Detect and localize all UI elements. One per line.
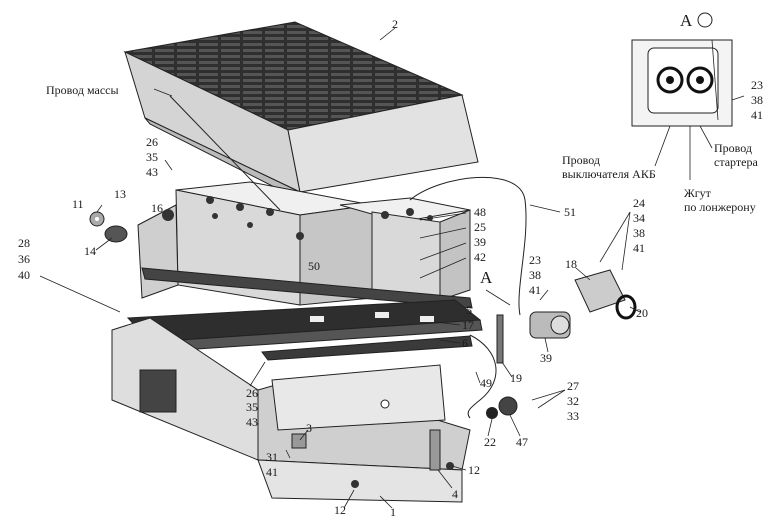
label-3: 3 [306,421,312,435]
label-24: 24 [633,196,645,210]
battery-cover [123,21,479,201]
label-43-top: 43 [146,165,158,179]
housing-box [111,317,471,503]
label-12-bottom: 12 [334,503,346,517]
label-49: 49 [480,376,492,390]
label-14: 14 [84,244,96,258]
label-38-inset: 38 [751,93,763,107]
label-41-bottom: 41 [266,465,278,479]
label-harness-1: Жгут [684,186,712,200]
label-41-right: 41 [633,241,645,255]
label-32: 32 [567,394,579,408]
label-4: 4 [452,487,458,501]
label-38-right: 38 [633,226,645,240]
label-48: 48 [474,205,486,219]
washer-11 [89,211,105,227]
label-23-inset: 23 [751,78,763,92]
label-41-inset: 41 [751,108,763,122]
label-20: 20 [636,306,648,320]
label-22: 22 [484,435,496,449]
label-26-bottom: 26 [246,386,258,400]
bracket-3 [291,433,307,449]
label-35-top: 35 [146,150,158,164]
label-42: 42 [474,250,486,264]
cable-49 [467,334,497,419]
label-6: 6 [462,336,468,350]
ground-wire [169,95,281,211]
label-36: 36 [18,252,30,266]
label-2: 2 [392,17,398,31]
label-40: 40 [18,268,30,282]
label-wire-starter-1: Провод [714,141,752,155]
bracket-4 [429,429,441,471]
label-33: 33 [567,409,579,423]
label-39-bottom: 39 [540,351,552,365]
leader-lines [39,27,641,509]
relay-39 [529,311,571,339]
label-47: 47 [516,435,528,449]
label-34: 34 [633,211,645,225]
bracket-19 [496,314,504,364]
label-50: 50 [308,259,320,273]
label-35-bottom: 35 [246,400,258,414]
label-38-mid: 38 [529,268,541,282]
label-1: 1 [390,505,396,519]
switch-housing-18 [574,269,626,313]
label-23-mid: 23 [529,253,541,267]
label-27: 27 [567,379,579,393]
label-39-top: 39 [474,235,486,249]
nut-22 [486,407,498,419]
cable-51 [409,176,527,316]
cap-14 [104,225,128,243]
label-11: 11 [72,197,84,211]
label-41-mid: 41 [529,283,541,297]
label-5: 5 [466,303,472,317]
label-43-bottom: 43 [246,415,258,429]
label-wire-starter-2: стартера [714,155,758,169]
label-ground-wire: Провод массы [46,83,119,97]
label-18: 18 [565,257,577,271]
label-25: 25 [474,220,486,234]
label-harness-2: по лонжерону [684,200,756,214]
label-28: 28 [18,236,30,250]
seal-20 [615,294,637,320]
label-19: 19 [510,371,522,385]
label-wire-akb-1: Провод [562,153,600,167]
label-13: 13 [114,187,126,201]
label-26-top: 26 [146,135,158,149]
label-31: 31 [266,450,278,464]
terminal-16 [162,209,174,221]
label-wire-akb-2: выключателя АКБ [562,167,656,181]
callout-labels: 2 Провод массы 26 35 43 11 13 16 14 28 3… [18,11,763,519]
label-17: 17 [462,318,474,332]
battery-frame [126,204,483,361]
view-a-marker: А [480,268,493,287]
label-12-right: 12 [468,463,480,477]
view-a-title: А [680,11,693,30]
label-51: 51 [564,205,576,219]
view-a-detail [631,12,745,180]
switch-47 [498,396,518,416]
label-16: 16 [151,201,163,215]
battery-right [339,197,471,301]
